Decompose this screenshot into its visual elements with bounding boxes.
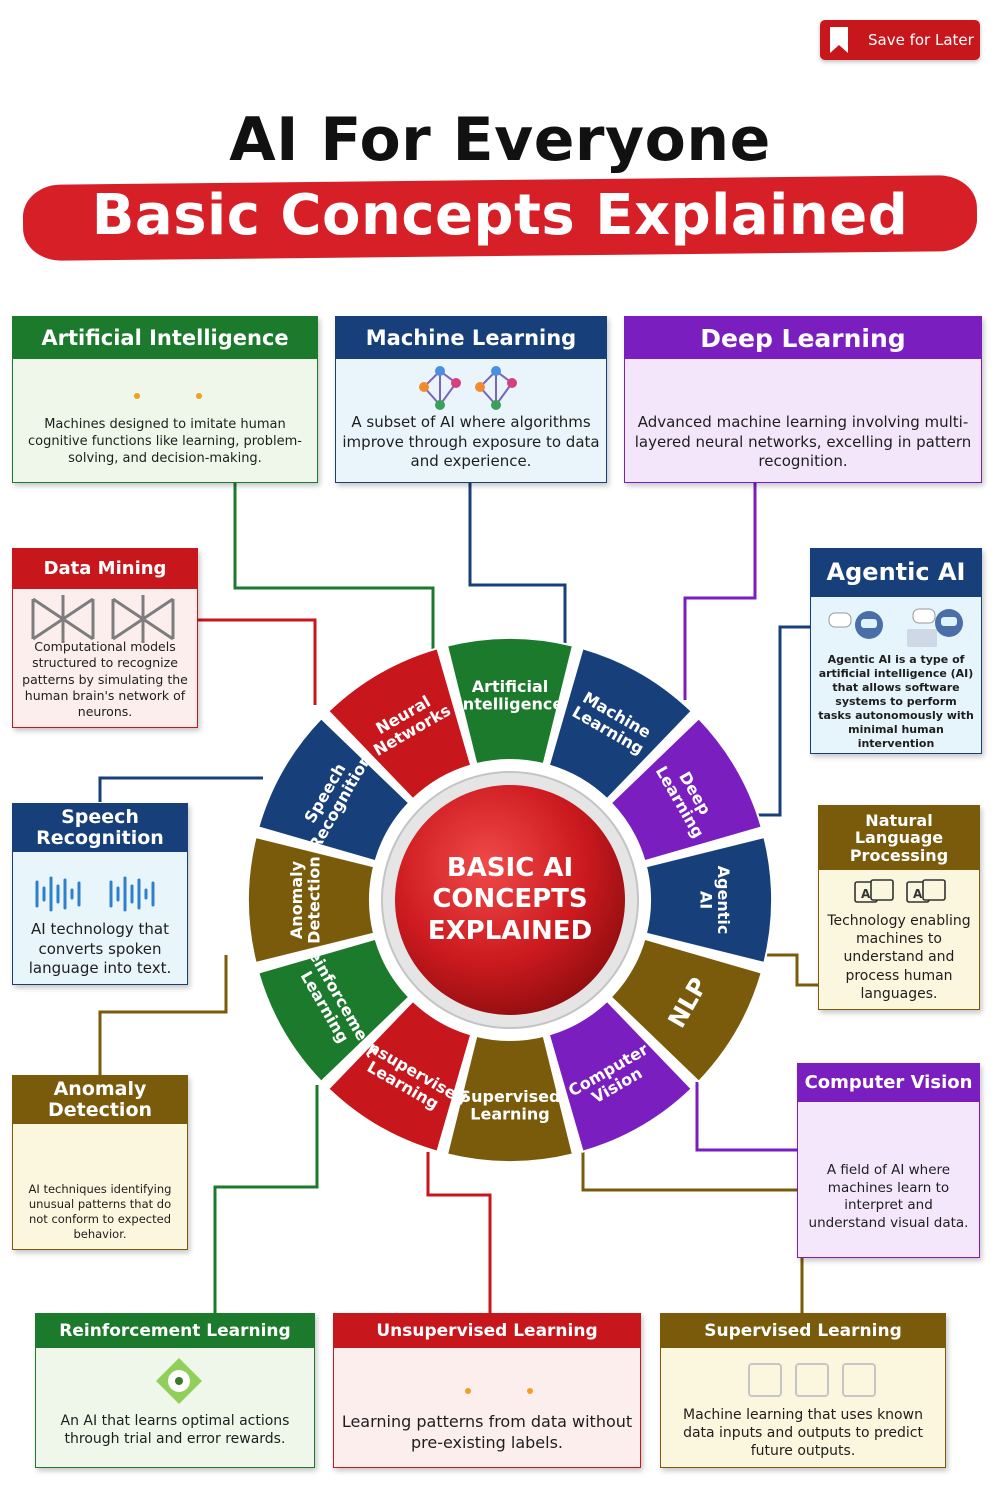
card-description: AI techniques identifying unusual patter… — [28, 1182, 172, 1241]
card-data-mining: Data Mining Computational models structu… — [12, 548, 198, 728]
reward-icon — [154, 1356, 204, 1406]
connector-ai — [233, 483, 435, 650]
three-boxes-icon — [747, 1362, 877, 1398]
wheel-segment-nlp — [609, 937, 763, 1084]
card-title: Supervised Learning — [661, 1314, 945, 1348]
translate-icon: A A — [853, 878, 949, 906]
hub-circle — [395, 785, 625, 1015]
connector-anomaly — [98, 955, 228, 1075]
card-description: Agentic AI is a type of artificial intel… — [818, 653, 974, 751]
card-description: Technology enabling machines to understa… — [827, 913, 971, 1002]
wheel-label-anomaly-detection: AnomalyDetection — [287, 856, 324, 944]
card-title: Data Mining — [13, 549, 197, 589]
card-title: Anomaly Detection — [13, 1076, 187, 1124]
connector-agentic — [745, 625, 810, 817]
wheel-segment-neural-networks — [326, 647, 473, 801]
card-title: Computer Vision — [798, 1064, 979, 1102]
card-artificial-intelligence: Artificial Intelligence Machines designe… — [12, 316, 318, 483]
card-title: Machine Learning — [336, 317, 606, 359]
connector-sl — [581, 1148, 804, 1313]
connector-ul — [426, 1152, 492, 1313]
card-description: A subset of AI where algorithms improve … — [342, 413, 600, 470]
card-description: Machines designed to imitate human cogni… — [28, 417, 302, 466]
card-description: Machine learning that uses known data in… — [683, 1407, 923, 1460]
card-description: Computational models structured to recog… — [22, 639, 188, 719]
wheel-segment-speech-recognition — [257, 716, 411, 863]
card-title: Agentic AI — [811, 549, 981, 597]
card-title: Speech Recognition — [13, 804, 187, 852]
wheel-segment-supervised-learning — [445, 1034, 575, 1164]
connector-dl — [683, 483, 757, 700]
connector-speech — [98, 776, 263, 802]
card-description: Learning patterns from data without pre-… — [341, 1412, 633, 1452]
card-description: AI technology that converts spoken langu… — [28, 920, 172, 977]
wheel-segment-reinforcement-learning — [257, 937, 411, 1084]
connector-rl — [213, 1085, 319, 1313]
card-anomaly-detection: Anomaly Detection AI techniques identify… — [12, 1075, 188, 1250]
wheel-label-agentic-ai: AgenticAI — [697, 866, 734, 935]
connector-ml — [468, 483, 567, 655]
card-title: Artificial Intelligence — [13, 317, 317, 359]
card-unsupervised-learning: Unsupervised Learning Learning patterns … — [333, 1313, 641, 1468]
card-reinforcement-learning: Reinforcement Learning An AI that learns… — [35, 1313, 315, 1468]
card-agentic-ai: Agentic AI Agentic AI is a type of artif… — [810, 548, 982, 754]
connector-dm — [198, 618, 317, 705]
wheel-segment-anomaly-detection — [246, 835, 376, 965]
card-title: Reinforcement Learning — [36, 1314, 314, 1348]
wheel-segment-computer-vision — [547, 999, 694, 1153]
connector-nlp — [760, 953, 818, 987]
wheel-segment-deep-learning — [609, 716, 763, 863]
wheel-segment-unsupervised-learning — [326, 999, 473, 1153]
two-dots-icon — [464, 1380, 534, 1394]
card-title: Deep Learning — [625, 317, 981, 359]
robot-icon — [825, 601, 969, 649]
card-speech-recognition: Speech Recognition AI technology that co… — [12, 803, 188, 985]
card-natural-language-processing: Natural Language Processing A A Technolo… — [818, 805, 980, 1010]
waveform-icon — [33, 874, 169, 914]
card-machine-learning: Machine Learning A subset of AI where al… — [335, 316, 607, 483]
save-for-later-button[interactable]: Save for Later — [820, 20, 980, 60]
svg-text:A: A — [861, 887, 871, 901]
network-graph-icon — [418, 365, 528, 411]
card-supervised-learning: Supervised Learning Machine learning tha… — [660, 1313, 946, 1468]
card-deep-learning: Deep Learning Advanced machine learning … — [624, 316, 982, 483]
page-subtitle: Basic Concepts Explained — [91, 183, 909, 248]
wheel-segment-agentic-ai — [644, 835, 774, 965]
two-dots-icon — [133, 385, 203, 399]
card-description: An AI that learns optimal actions throug… — [60, 1413, 290, 1448]
wheel-segment-artificial-intelligence — [445, 636, 575, 766]
card-title: Natural Language Processing — [819, 806, 979, 870]
card-title: Unsupervised Learning — [334, 1314, 640, 1348]
svg-text:A: A — [913, 887, 923, 901]
card-description: A field of AI where machines learn to in… — [808, 1162, 969, 1231]
page-title: AI For Everyone — [229, 105, 771, 175]
card-computer-vision: Computer Vision A field of AI where mach… — [797, 1063, 980, 1258]
wheel-segment-machine-learning — [547, 647, 694, 801]
card-description: Advanced machine learning involving mult… — [634, 413, 972, 470]
save-for-later-label: Save for Later — [868, 31, 974, 49]
bookmark-icon — [820, 20, 858, 60]
connector-cv — [695, 1082, 797, 1152]
neural-net-icon — [29, 593, 179, 645]
